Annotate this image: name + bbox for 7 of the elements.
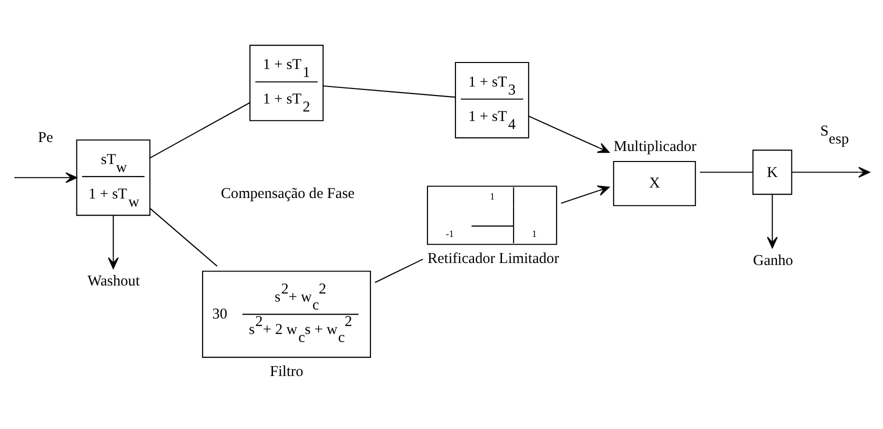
edge-label: Pe <box>37 130 53 146</box>
node-label: Multiplicador <box>613 138 696 155</box>
node-text: Ganho <box>752 253 793 270</box>
node-label: Retificador Limitador <box>426 250 559 267</box>
node-text: Washout <box>86 273 140 290</box>
label: Compensação de Fase <box>220 186 354 202</box>
node-label: Filtro <box>269 364 303 380</box>
